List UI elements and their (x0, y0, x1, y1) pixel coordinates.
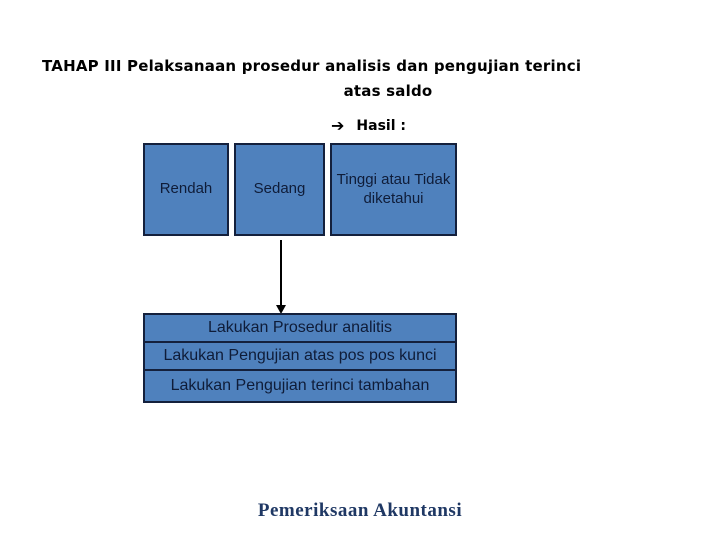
action-bar: Lakukan Prosedur analitis (143, 313, 457, 343)
result-box-label: Sedang (253, 180, 306, 198)
result-box-label: Tinggi atau Tidak diketahui (336, 170, 451, 207)
down-arrow-connector (276, 240, 286, 314)
action-bar-label: Lakukan Pengujian terinci tambahan (170, 377, 430, 394)
hasil-right-arrow-icon: ➔ (331, 116, 345, 135)
action-bar-label: Lakukan Prosedur analitis (207, 319, 393, 336)
footer-course-title: Pemeriksaan Akuntansi (257, 500, 463, 521)
result-box-label: Rendah (159, 180, 213, 198)
action-bar: Lakukan Pengujian atas pos pos kunci (143, 341, 457, 371)
slide-title-line2: atas saldo (343, 82, 433, 100)
slide-title-line1: TAHAP III Pelaksanaan prosedur analisis … (42, 57, 582, 75)
result-box-tinggi-tidak-diketahui: Tinggi atau Tidak diketahui (330, 143, 457, 236)
result-box-sedang: Sedang (234, 143, 325, 236)
action-bar-label: Lakukan Pengujian atas pos pos kunci (163, 347, 437, 364)
result-box-rendah: Rendah (143, 143, 229, 236)
action-bars-stack: Lakukan Prosedur analitis Lakukan Penguj… (143, 313, 457, 403)
hasil-label: Hasil : (356, 118, 406, 134)
action-bar: Lakukan Pengujian terinci tambahan (143, 369, 457, 403)
hasil-label-row: ➔ Hasil : (331, 116, 406, 135)
